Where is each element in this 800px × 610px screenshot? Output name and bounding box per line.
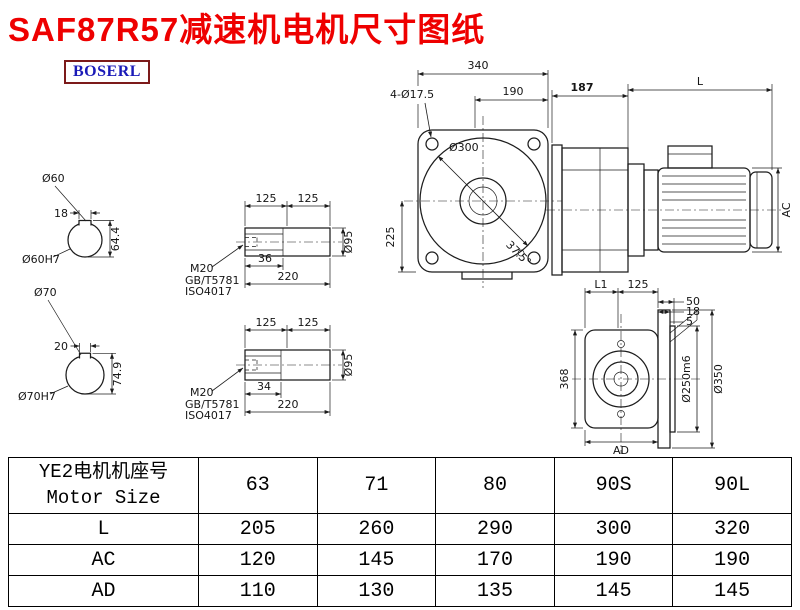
dim-220-s70: 220 (278, 398, 299, 411)
motor-size-col-63: 63 (198, 457, 318, 514)
dim-key-width-70: 20 (54, 340, 68, 353)
dim-dia-95-s60: Ø95 (342, 231, 355, 254)
dim-value: 190 (672, 544, 792, 576)
dim-34-s70: 34 (257, 380, 271, 393)
shaft-60-side-view: 125 125 M20 GB/T5781 ISO4017 36 220 Ø95 (185, 192, 355, 298)
row-label-AD: AD (8, 575, 199, 607)
dim-L1: L1 (594, 278, 607, 291)
dim-value: 145 (316, 544, 437, 576)
dim-AC: AC (780, 202, 793, 217)
dim-value: 135 (435, 575, 555, 607)
table-row-AD: AD 110 130 135 145 145 (8, 575, 792, 607)
label-fit-60: Ø60H7 (22, 253, 60, 266)
label-dia-70: Ø70 (34, 286, 57, 299)
dim-value: 190 (553, 544, 674, 576)
dim-key-height-70: 74.9 (111, 362, 124, 387)
label-gb-std-s70: GB/T5781 (185, 398, 240, 411)
gearbox-front-view: Ø300 37.5° 340 190 4-Ø17.5 225 (384, 59, 562, 288)
dim-value: 260 (316, 513, 437, 545)
bolt-holes-label: 4-Ø17.5 (390, 88, 434, 101)
dim-value: 145 (553, 575, 674, 607)
dim-AD: AD (613, 444, 629, 457)
dim-50: 50 (686, 295, 700, 308)
dim-value: 170 (435, 544, 555, 576)
table-row-AC: AC 120 145 170 190 190 (8, 544, 792, 576)
dim-125-a-s70: 125 (256, 316, 277, 329)
dim-340: 340 (468, 59, 489, 72)
page-title: SAF87R57减速机电机尺寸图纸 (8, 11, 486, 48)
dim-value: 290 (435, 513, 555, 545)
row-label-AC: AC (8, 544, 199, 576)
motor-dimension-table: YE2电机机座号 Motor Size 63 71 80 90S 90L L 2… (8, 457, 792, 607)
header-cn: YE2电机机座号 (38, 460, 169, 483)
label-iso-std-s70: ISO4017 (185, 409, 232, 422)
row-label-L: L (8, 513, 199, 545)
dim-value: 320 (672, 513, 792, 545)
motor-size-col-80: 80 (435, 457, 555, 514)
dim-key-width-60: 18 (54, 207, 68, 220)
label-dia-60: Ø60 (42, 172, 65, 185)
motor-size-col-90S: 90S (553, 457, 674, 514)
dim-value: 130 (316, 575, 437, 607)
label-m20-s60: M20 (190, 262, 214, 275)
dim-125-b-s70: 125 (298, 316, 319, 329)
dim-36-s60: 36 (258, 252, 272, 265)
dim-dia-350: Ø350 (712, 364, 725, 394)
motor-size-col-90L: 90L (672, 457, 792, 514)
dim-125-b-s60: 125 (298, 192, 319, 205)
dim-190: 190 (503, 85, 524, 98)
gearbox-rear-view: L1 125 50 18 5 368 Ø250m6 Ø350 (558, 278, 725, 457)
dim-value: 110 (198, 575, 318, 607)
dim-18-rear: 18 (686, 305, 700, 318)
shaft-section-60: 18 Ø60 64.4 Ø60H7 (22, 172, 122, 266)
motor-size-col-71: 71 (316, 457, 437, 514)
dim-dia-250: Ø250m6 (680, 355, 693, 402)
dim-value: 300 (553, 513, 674, 545)
dim-key-height-60: 64.4 (109, 227, 122, 252)
dim-5: 5 (686, 315, 693, 328)
gearbox-motor-side-view: 187 L AC (546, 75, 793, 276)
dim-L: L (697, 75, 704, 88)
dim-368: 368 (558, 369, 571, 390)
dim-225: 225 (384, 227, 397, 248)
header-en: Motor Size (46, 486, 161, 509)
dim-value: 120 (198, 544, 318, 576)
dim-value: 205 (198, 513, 318, 545)
label-fit-70: Ø70H7 (18, 390, 56, 403)
table-header-row: YE2电机机座号 Motor Size 63 71 80 90S 90L (8, 457, 792, 514)
dim-125-a-s60: 125 (256, 192, 277, 205)
brand-logo-text: BOSERL (73, 63, 141, 80)
label-gb-std-s60: GB/T5781 (185, 274, 240, 287)
label-iso-std-s60: ISO4017 (185, 285, 232, 298)
dim-value: 145 (672, 575, 792, 607)
shaft-section-70: 20 Ø70 74.9 Ø70H7 (18, 286, 124, 403)
dim-187: 187 (571, 81, 594, 94)
table-row-L: L 205 260 290 300 320 (8, 513, 792, 545)
dim-dia-95-s70: Ø95 (342, 354, 355, 377)
brand-logo: BOSERL (64, 60, 150, 84)
dim-dia-300: Ø300 (449, 141, 479, 154)
dim-220-s60: 220 (278, 270, 299, 283)
motor-size-header-cell: YE2电机机座号 Motor Size (8, 457, 199, 514)
shaft-70-side-view: 125 125 M20 GB/T5781 ISO4017 34 220 Ø95 (185, 316, 355, 422)
dim-125-rear: 125 (628, 278, 649, 291)
label-m20-s70: M20 (190, 386, 214, 399)
technical-drawing: 18 Ø60 64.4 Ø60H7 20 Ø70 74.9 (18, 59, 793, 457)
